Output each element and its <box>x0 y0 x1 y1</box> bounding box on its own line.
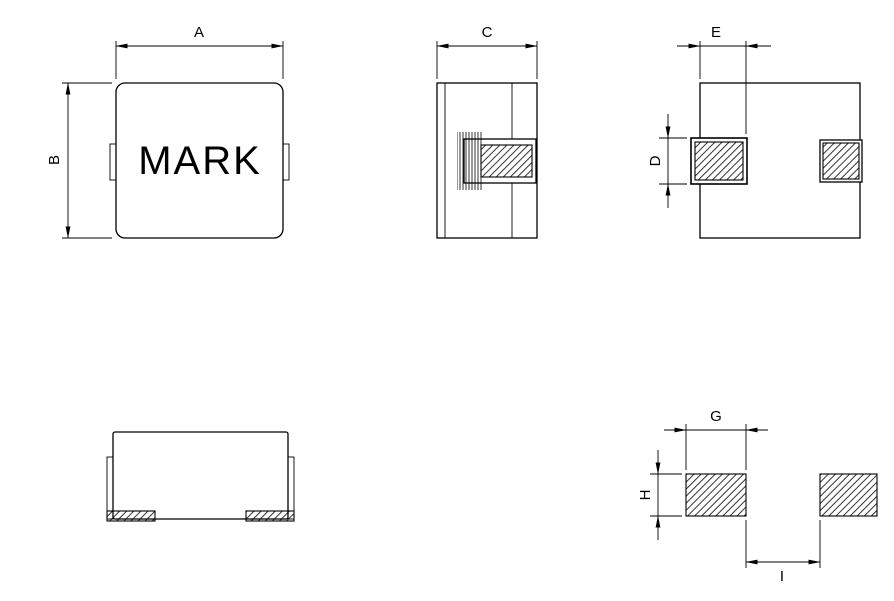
side-view-body <box>436 82 538 239</box>
dim-d: D <box>647 114 687 208</box>
side-view: C <box>436 24 538 239</box>
dim-g-label: G <box>710 408 722 425</box>
end-view-right-terminal-hatch <box>822 142 860 180</box>
top-view-left-terminal-tab <box>109 143 117 181</box>
dim-g: G <box>664 408 768 470</box>
bottom-view <box>106 431 295 522</box>
side-view-terminal-crimp <box>457 132 483 190</box>
dim-c: C <box>436 24 538 79</box>
bottom-view-right-terminal-side <box>287 456 295 520</box>
top-view: MARK A B <box>46 24 290 239</box>
dim-h: H <box>637 450 682 540</box>
dim-c-label: C <box>482 24 493 41</box>
mark-text: MARK <box>138 139 262 183</box>
side-view-terminal-hatch <box>480 144 533 178</box>
dim-b: B <box>46 82 112 239</box>
end-view-left-terminal-hatch <box>694 141 744 181</box>
dim-h-label: H <box>637 490 654 501</box>
dim-a-label: A <box>194 24 204 41</box>
dim-i-label: I <box>780 568 784 585</box>
dim-d-label: D <box>647 155 664 166</box>
bottom-view-left-terminal-foot <box>106 510 156 522</box>
bottom-view-right-terminal-foot <box>245 510 295 522</box>
end-view: E D <box>647 24 863 239</box>
bottom-view-body <box>112 431 289 520</box>
land-pattern-right-pad <box>819 473 878 517</box>
land-pattern-left-pad <box>685 473 747 517</box>
dim-a: A <box>115 24 284 79</box>
dim-b-label: B <box>46 155 63 165</box>
dim-e-label: E <box>711 24 721 41</box>
dim-e: E <box>677 24 771 134</box>
dim-i: I <box>745 520 821 585</box>
top-view-right-terminal-tab <box>282 143 290 181</box>
land-pattern: G H I <box>637 408 878 585</box>
bottom-view-left-terminal-side <box>106 456 114 520</box>
